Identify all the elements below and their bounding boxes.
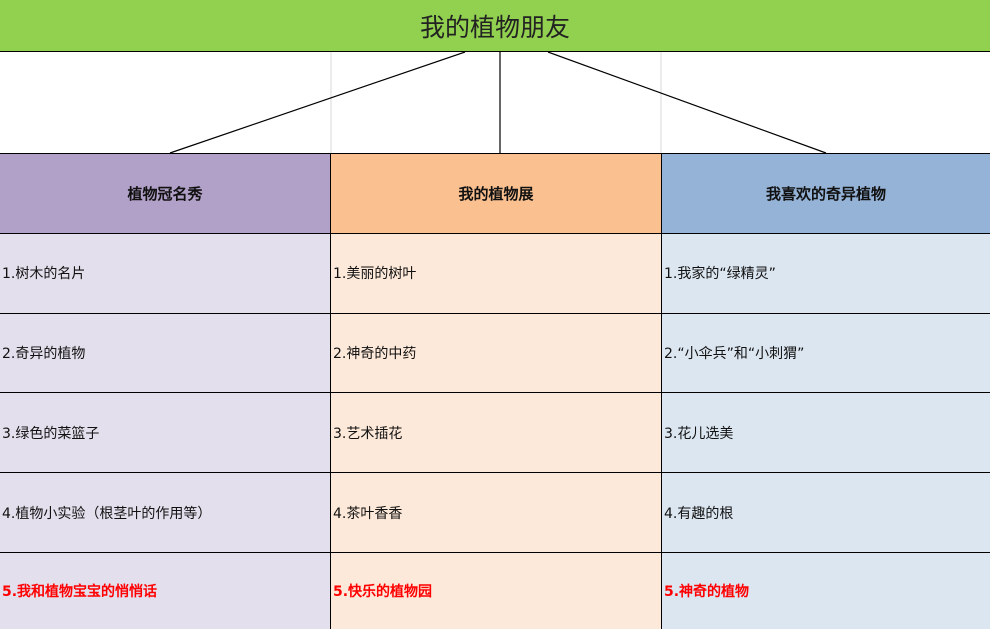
branch-item: 2.“小伞兵”和“小刺猬”: [662, 313, 990, 394]
branch-item-highlight: 5.神奇的植物: [662, 553, 990, 629]
branch-item: 4.茶叶香香: [331, 473, 661, 554]
connector-line-right: [547, 52, 827, 154]
branch-item: 4.有趣的根: [662, 473, 990, 554]
branch-column-2: 我的植物展 1.美丽的树叶 2.神奇的中药 3.艺术插花 4.茶叶香香 5.快乐…: [331, 153, 662, 629]
branch-item: 2.奇异的植物: [0, 313, 330, 394]
branch-item: 3.绿色的菜篮子: [0, 393, 330, 474]
branch-heading-2: 我的植物展: [331, 154, 661, 234]
connector-lines: [169, 52, 827, 154]
branch-item: 1.树木的名片: [0, 233, 330, 314]
root-title: 我的植物朋友: [0, 0, 990, 52]
branch-item: 1.美丽的树叶: [331, 233, 661, 314]
branch-item: 2.神奇的中药: [331, 313, 661, 394]
branch-heading-3: 我喜欢的奇异植物: [662, 154, 990, 234]
connector-line-left: [169, 52, 466, 154]
branch-item: 4.植物小实验（根茎叶的作用等）: [0, 473, 330, 554]
branch-columns: 植物冠名秀 1.树木的名片 2.奇异的植物 3.绿色的菜篮子 4.植物小实验（根…: [0, 153, 990, 629]
branch-item-highlight: 5.我和植物宝宝的悄悄话: [0, 553, 330, 629]
branch-item: 3.花儿选美: [662, 393, 990, 474]
branch-heading-1: 植物冠名秀: [0, 154, 330, 234]
branch-item: 3.艺术插花: [331, 393, 661, 474]
branch-item: 1.我家的“绿精灵”: [662, 233, 990, 314]
branch-column-1: 植物冠名秀 1.树木的名片 2.奇异的植物 3.绿色的菜篮子 4.植物小实验（根…: [0, 153, 331, 629]
branch-column-3: 我喜欢的奇异植物 1.我家的“绿精灵” 2.“小伞兵”和“小刺猬” 3.花儿选美…: [662, 153, 990, 629]
branch-item-highlight: 5.快乐的植物园: [331, 553, 661, 629]
